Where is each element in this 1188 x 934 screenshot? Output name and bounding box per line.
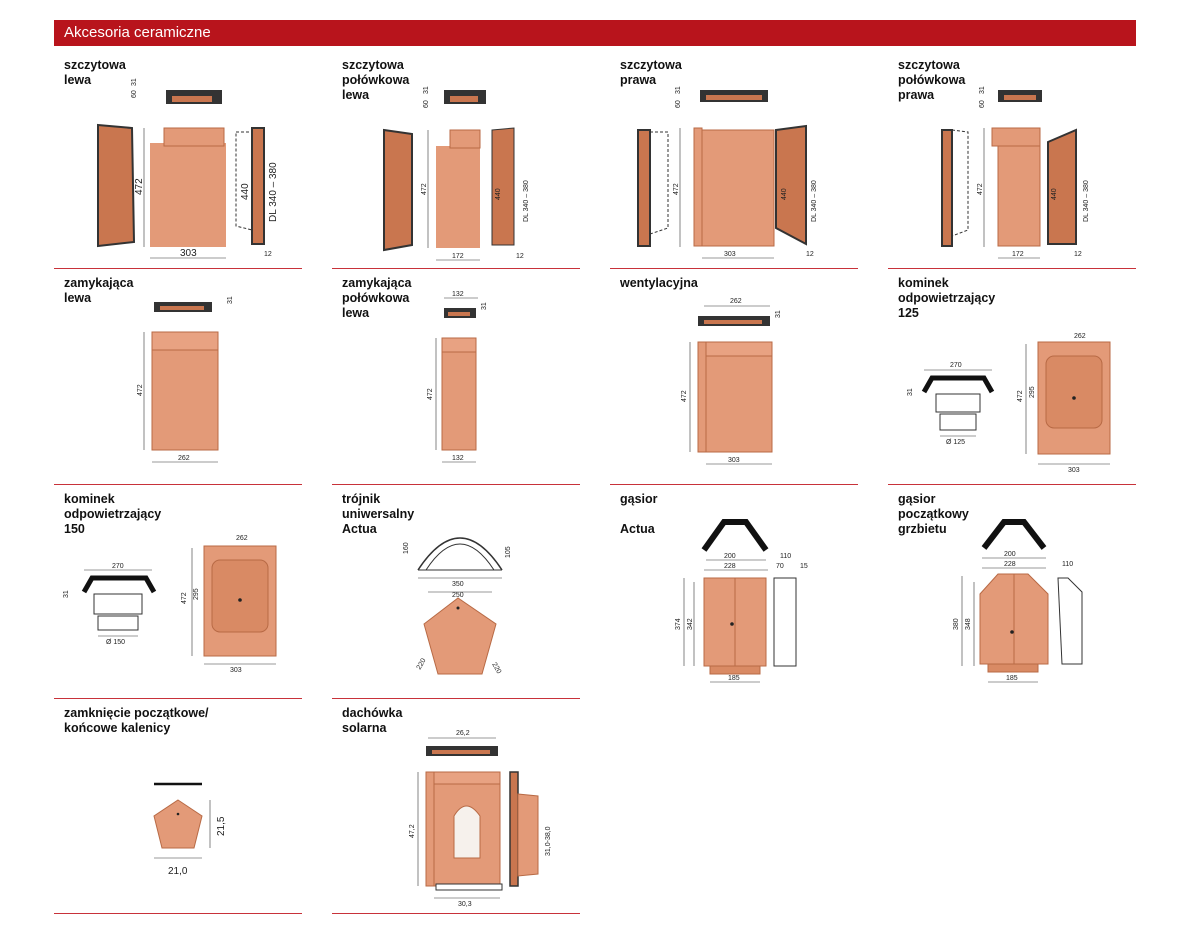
section-title: Akcesoria ceramiczne — [64, 24, 211, 41]
tile-drawing — [153, 782, 211, 859]
product-szczytowa-polowkowa-prawa: szczytowa połówkowa prawa 60 31 472 440 … — [888, 50, 1136, 268]
product-name: zamykająca lewa — [64, 276, 134, 305]
product-zamykajaca-lewa: zamykająca lewa 31 472 262 — [54, 268, 302, 484]
tile-drawing — [97, 90, 265, 259]
tile-drawing — [921, 341, 1111, 465]
product-szczytowa-lewa: szczytowa lewa 60 31 472 440 DL 340 – 38… — [54, 50, 302, 268]
product-gasior-actua: gąsior Actua 200 228 110 70 15 374 342 1… — [610, 484, 858, 698]
product-trojnik-actua: trójnik uniwersalny Actua 160 105 350 25… — [332, 484, 580, 698]
product-name: dachówka solarna — [342, 706, 403, 735]
tile-drawing — [383, 90, 515, 261]
product-name: kominek odpowietrzający 125 — [898, 276, 996, 320]
tile-drawing — [689, 305, 773, 465]
tile-drawing — [683, 519, 797, 683]
product-kominek-150: kominek odpowietrzający 150 270 31 Ø 150… — [54, 484, 302, 698]
product-name: szczytowa lewa — [64, 58, 126, 87]
tile-drawing — [435, 297, 478, 463]
product-name: zamknięcie początkowe/ końcowe kalenicy — [64, 706, 209, 735]
product-name: szczytowa prawa — [620, 58, 682, 87]
product-gasior-poczatkowy: gąsior początkowy grzbietu 200 228 110 3… — [888, 484, 1136, 698]
product-name: szczytowa połówkowa prawa — [898, 58, 966, 102]
tile-drawing — [417, 537, 503, 675]
product-zamykajaca-polowkowa-lewa: zamykająca połówkowa lewa 132 31 472 132 — [332, 268, 580, 484]
product-szczytowa-prawa: szczytowa prawa 60 31 472 440 DL 340 – 3… — [610, 50, 858, 268]
product-name: gąsior Actua — [620, 492, 658, 536]
tile-drawing — [961, 519, 1083, 683]
product-name: szczytowa połówkowa lewa — [342, 58, 410, 102]
tile-drawing — [417, 737, 539, 899]
product-name: wentylacyjna — [620, 276, 698, 290]
product-name: gąsior początkowy grzbietu — [898, 492, 969, 536]
product-wentylacyjna: wentylacyjna 262 31 472 303 — [610, 268, 858, 484]
tile-drawing — [941, 90, 1077, 259]
tile-drawing — [143, 302, 219, 463]
tile-drawing — [637, 90, 807, 259]
product-zamkniecie-kalenicy: zamknięcie początkowe/ końcowe kalenicy … — [54, 698, 302, 914]
section-header: Akcesoria ceramiczne — [54, 20, 1136, 46]
product-name: kominek odpowietrzający 150 — [64, 492, 162, 536]
product-kominek-125: kominek odpowietrzający 125 270 31 Ø 125… — [888, 268, 1136, 484]
product-szczytowa-polowkowa-lewa: szczytowa połówkowa lewa 60 31 472 440 D… — [332, 50, 580, 268]
product-dachowka-solarna: dachówka solarna 26,2 47,2 31,0-38,0 30,… — [332, 698, 580, 914]
product-name: zamykająca połówkowa lewa — [342, 276, 412, 320]
tile-drawing — [81, 545, 277, 665]
product-name: trójnik uniwersalny Actua — [342, 492, 415, 536]
